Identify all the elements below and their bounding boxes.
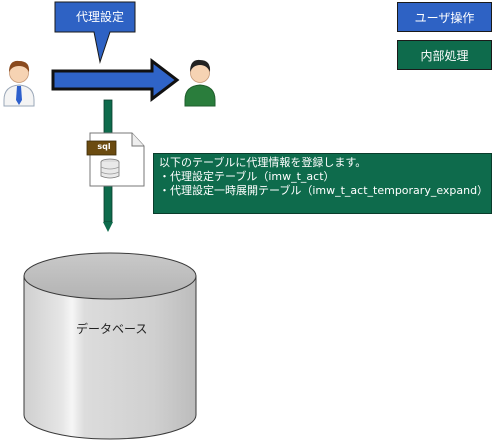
info-note: 以下のテーブルに代理情報を登録します。 ・代理設定テーブル（imw_t_act）… [153, 153, 492, 214]
legend-user-op: ユーザ操作 [397, 2, 492, 32]
database-icon [23, 252, 197, 440]
database-label: データベース [76, 322, 148, 336]
info-line-3: ・代理設定一時展開テーブル（imw_t_act_temporary_expand… [159, 184, 489, 197]
info-line-2: ・代理設定テーブル（imw_t_act） [159, 170, 335, 183]
callout-user-op [54, 1, 136, 64]
sql-file-icon [86, 132, 145, 187]
person-icon [3, 60, 35, 107]
person-icon [184, 59, 216, 107]
legend-internal: 内部処理 [397, 40, 492, 70]
process-arrow [51, 57, 180, 103]
sql-icon-label: sql [97, 142, 111, 151]
info-line-1: 以下のテーブルに代理情報を登録します。 [159, 156, 367, 169]
callout-label: 代理設定 [75, 10, 124, 24]
